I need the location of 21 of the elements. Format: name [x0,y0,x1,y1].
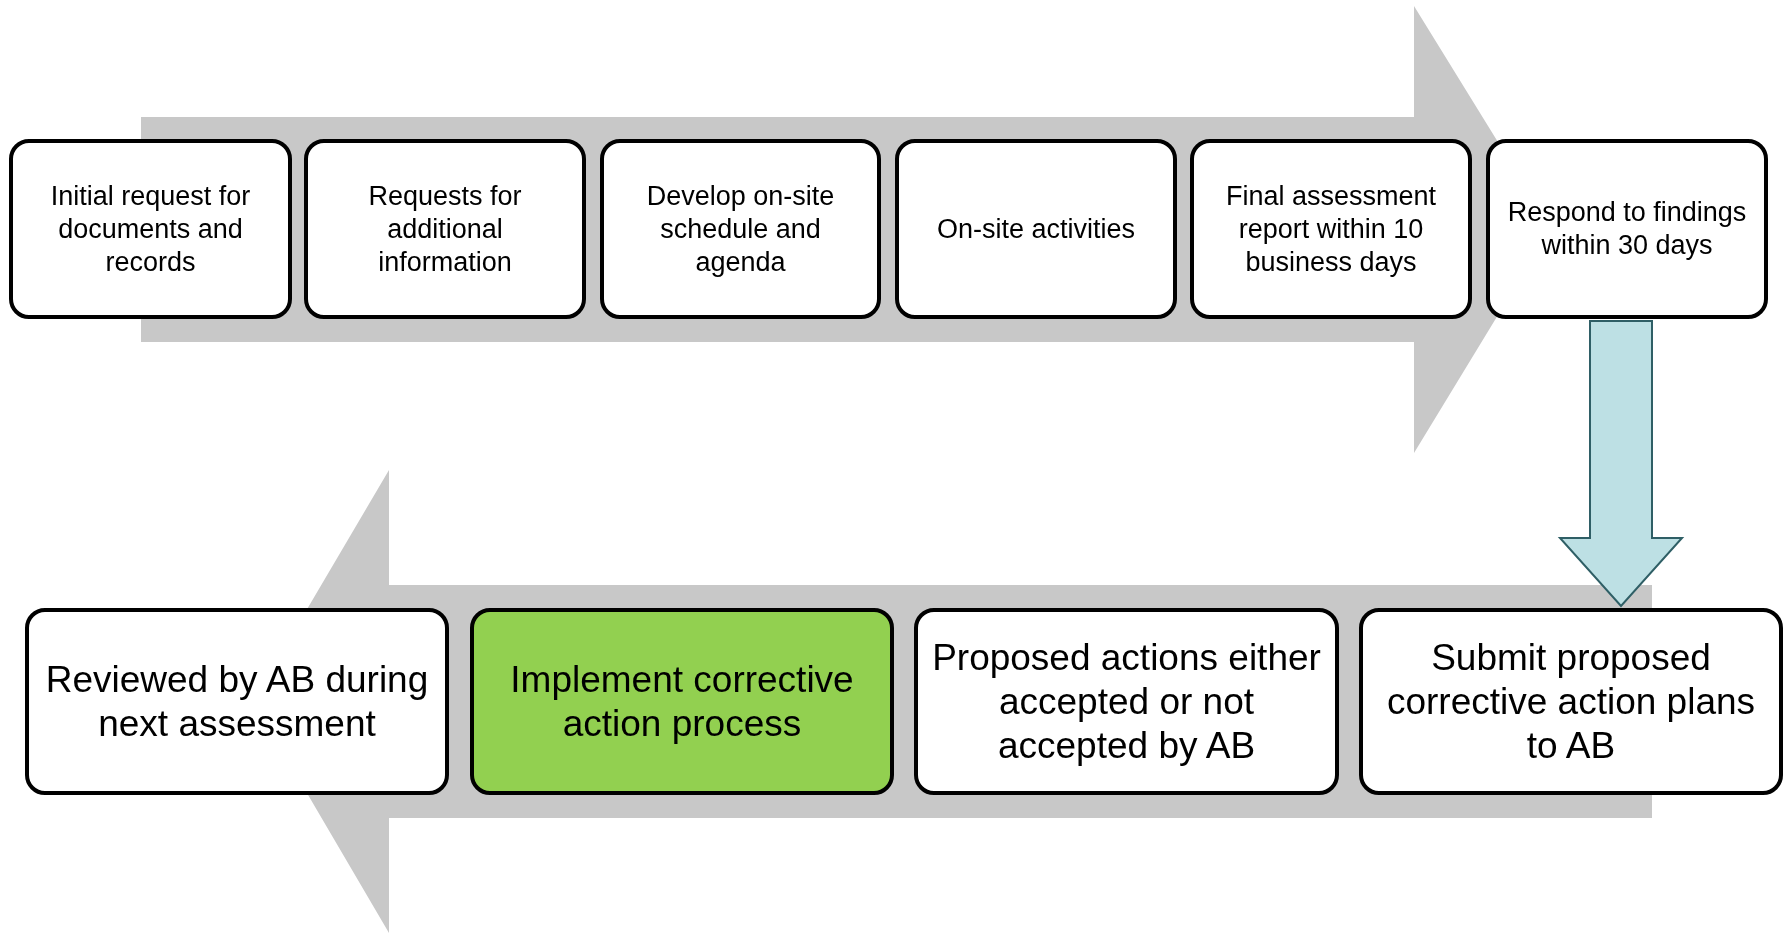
step-text: Final assessment report within 10 business days [1224,179,1438,279]
step-text: Submit proposed corrective action plans to AB [1385,635,1757,768]
step-box [25,608,449,795]
step-text: Initial request for documents and records [49,179,252,279]
step-box [1359,608,1783,795]
step-text: Respond to findings within 30 days [1506,196,1748,262]
step-text: Proposed actions either accepted or not accepted by AB [931,635,1322,768]
step-box [9,139,292,319]
step-box [470,608,894,795]
step-box [1190,139,1472,319]
step-box [914,608,1339,795]
step-box [895,139,1177,319]
step-box [304,139,586,319]
step-box [1486,139,1768,319]
step-text: Reviewed by AB during next assessment [44,657,430,746]
step-text: Implement corrective action process [509,657,855,746]
step-text: Develop on-site schedule and agenda [645,179,836,279]
down-arrow [1557,320,1685,608]
step-box [600,139,881,319]
step-text: On-site activities [936,212,1136,246]
step-text: Requests for additional information [367,179,523,279]
